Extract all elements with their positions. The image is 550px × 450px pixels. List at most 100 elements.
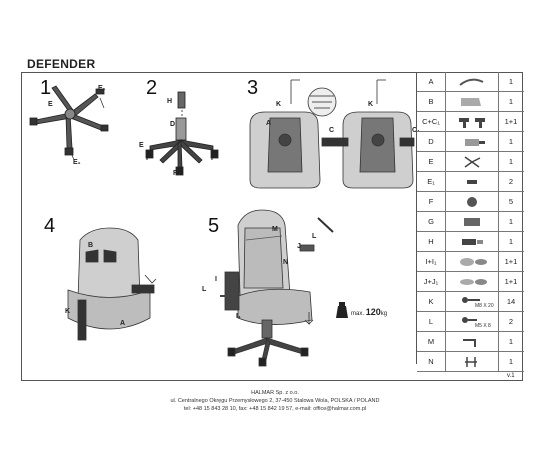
part-quantity: 5: [508, 197, 514, 206]
part-label: B: [417, 92, 446, 111]
step-number-3: 3: [247, 77, 259, 99]
hex-key-icon: [463, 339, 476, 347]
part-label: A: [417, 72, 446, 91]
star-base-icon: [464, 156, 481, 168]
s2-label-f-bottom: F: [173, 170, 178, 177]
bolt-icon: [462, 297, 480, 303]
max-weight-label: max. 120kg: [351, 307, 387, 317]
mechanism-icon: [464, 218, 480, 226]
max-weight-prefix: max.: [351, 311, 365, 317]
armrest-icon: [459, 118, 485, 128]
parts-row: J+J₁ 1+1: [417, 272, 524, 292]
s5-label-i1: I₁: [236, 313, 241, 320]
part-image: [445, 252, 499, 271]
s3-label-c: C: [329, 127, 335, 134]
part-quantity: 1+1: [504, 277, 518, 286]
s4-label-a: A: [120, 320, 126, 327]
step-number-5: 5: [208, 215, 220, 237]
part-quantity: 1+1: [504, 257, 518, 266]
part-label: K: [417, 292, 446, 311]
part-image: [445, 132, 499, 151]
backrest-icon: [461, 98, 481, 106]
part-image: [445, 192, 499, 211]
part-label: C+C₁: [417, 112, 446, 131]
s5-label-i: I: [215, 276, 217, 283]
part-image: M8 X 20: [445, 292, 499, 311]
step-number-1: 1: [40, 77, 52, 99]
part-image: [445, 272, 499, 291]
part-note: M5 X 8: [475, 323, 491, 329]
step2-base-diagram: [145, 91, 219, 176]
part-image: [445, 212, 499, 231]
part-quantity: 1: [508, 157, 514, 166]
part-label: N: [417, 352, 446, 371]
part-image: [445, 92, 499, 111]
caster-icon: [467, 197, 477, 207]
part-label: D: [417, 132, 446, 151]
product-title: DEFENDER: [27, 57, 96, 71]
part-quantity: 1: [508, 337, 514, 346]
part-label: F: [417, 192, 446, 211]
parts-row: I+I₁ 1+1: [417, 252, 524, 272]
part-label: G: [417, 212, 446, 231]
part-quantity: 1: [508, 217, 514, 226]
s3-label-k-right: K: [368, 101, 374, 108]
part-label: J+J₁: [417, 272, 446, 291]
part-image: M5 X 8: [445, 312, 499, 331]
s5-label-n: N: [283, 259, 289, 266]
part-label: I+I₁: [417, 252, 446, 271]
part-image: [445, 352, 499, 371]
part-label: E₁: [417, 172, 446, 191]
s5-label-j: J: [297, 243, 301, 250]
step3-right-seat-diagram: [321, 79, 415, 189]
lumbar-icon: [460, 279, 487, 285]
part-note: M8 X 20: [475, 303, 494, 309]
instruction-frame: [21, 72, 523, 381]
s3-label-c1: C₁: [412, 127, 420, 134]
footer-contact: tel: +48 15 843 28 10, fax: +48 15 842 1…: [183, 406, 367, 412]
part-quantity: 1: [508, 357, 514, 366]
part-label: L: [417, 312, 446, 331]
part-label: H: [417, 232, 446, 251]
s5-label-l-top: L: [312, 233, 317, 240]
max-weight-unit: kg: [380, 311, 388, 317]
s1-label-e1-top: E₁: [98, 85, 106, 92]
cushion-icon: [460, 258, 487, 266]
step-number-2: 2: [146, 77, 158, 99]
part-image: [445, 112, 499, 131]
weight-icon: [336, 302, 348, 318]
footer-company: HALMAR Sp. z o.o.: [251, 390, 299, 396]
s5-label-l-left: L: [202, 286, 207, 293]
s1-label-e1-bottom: E₁: [73, 159, 81, 166]
s3-label-a: A: [266, 120, 272, 127]
step5-chair-diagram: [220, 209, 334, 367]
s2-label-d: D: [170, 121, 176, 128]
step4-seat-diagram: [67, 227, 157, 341]
part-label: M: [417, 332, 446, 351]
part-image: [445, 332, 499, 351]
step1-star-base-diagram: [29, 85, 109, 156]
seat-base-icon: [459, 78, 484, 86]
s3-label-k-left: K: [276, 101, 282, 108]
part-quantity: 1: [508, 77, 514, 86]
s2-label-h: H: [167, 98, 173, 105]
part-image: [445, 152, 499, 171]
part-quantity: 1: [508, 137, 514, 146]
max-weight-value: 120: [365, 307, 381, 317]
footer-address: ul. Centralnego Okręgu Przemysłowego 2, …: [170, 398, 380, 404]
version-label: v.1: [507, 373, 515, 379]
s2-label-e: E: [139, 142, 144, 149]
cover-icon: [462, 239, 483, 245]
